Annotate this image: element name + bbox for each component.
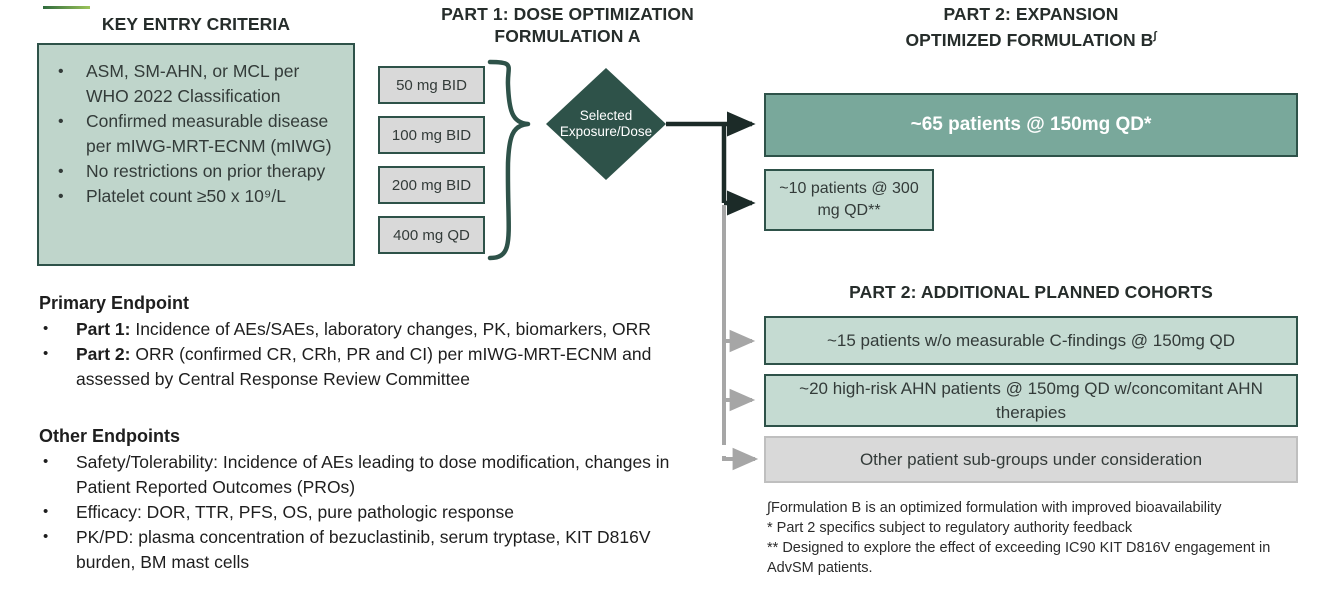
cohort-box-high-risk-ahn[interactable]: ~20 high-risk AHN patients @ 150mg QD w/… — [764, 374, 1298, 427]
footnote-marker-integral: ∫ — [1153, 30, 1157, 42]
accent-rule-decoration — [43, 6, 90, 9]
dose-box-100mg-bid[interactable]: 100 mg BID — [378, 116, 485, 154]
list-item: Part 1: Incidence of AEs/SAEs, laborator… — [39, 316, 679, 342]
heading-part1: PART 1: DOSE OPTIMIZATION FORMULATION A — [370, 3, 765, 47]
heading-part2-line2: OPTIMIZED FORMULATION B — [905, 29, 1154, 50]
primary-endpoint-list: Part 1: Incidence of AEs/SAEs, laborator… — [39, 316, 679, 392]
selected-dose-diamond: Selected Exposure/Dose — [546, 68, 666, 180]
footnote-formulation-b: ∫Formulation B is an optimized formulati… — [767, 500, 1222, 516]
footnote-double-asterisk: ** Designed to explore the effect of exc… — [767, 540, 1271, 576]
key-entry-criteria-box: ASM, SM-AHN, or MCL per WHO 2022 Classif… — [37, 43, 355, 266]
dose-box-50mg-bid[interactable]: 50 mg BID — [378, 66, 485, 104]
diamond-shape — [546, 68, 666, 180]
list-item: Confirmed measurable disease per mIWG-MR… — [49, 109, 341, 159]
heading-key-entry-criteria: KEY ENTRY CRITERIA — [101, 14, 291, 34]
dose-box-200mg-bid[interactable]: 200 mg BID — [378, 166, 485, 204]
heading-part2-line1: PART 2: EXPANSION — [943, 4, 1119, 24]
list-item: ASM, SM-AHN, or MCL per WHO 2022 Classif… — [49, 59, 341, 109]
cohort-box-other-subgroups[interactable]: Other patient sub-groups under considera… — [764, 436, 1298, 483]
footnote-single-asterisk: * Part 2 specifics subject to regulatory… — [767, 520, 1133, 536]
primary-endpoint-part2-text: ORR (confirmed CR, CRh, PR and CI) per m… — [76, 344, 652, 389]
list-item: Efficacy: DOR, TTR, PFS, OS, pure pathol… — [39, 499, 679, 525]
primary-endpoint-part1-label: Part 1: — [76, 319, 131, 339]
dose-box-400mg-qd[interactable]: 400 mg QD — [378, 216, 485, 254]
criteria-list: ASM, SM-AHN, or MCL per WHO 2022 Classif… — [39, 45, 353, 209]
dashed-connector-cohort-3 — [722, 432, 752, 461]
list-item: Part 2: ORR (confirmed CR, CRh, PR and C… — [39, 341, 679, 392]
list-item: PK/PD: plasma concentration of bezuclast… — [39, 524, 679, 575]
cohort-box-primary-expansion[interactable]: ~65 patients @ 150mg QD* — [764, 93, 1298, 157]
cohort-box-300mg[interactable]: ~10 patients @ 300 mg QD** — [764, 169, 934, 231]
heading-part1-line1: PART 1: DOSE OPTIMIZATION — [441, 4, 694, 24]
other-endpoints-list: Safety/Tolerability: Incidence of AEs le… — [39, 449, 679, 575]
primary-endpoint-title: Primary Endpoint — [39, 293, 190, 313]
other-endpoints-title: Other Endpoints — [39, 426, 180, 446]
cohort-box-no-c-findings[interactable]: ~15 patients w/o measurable C-findings @… — [764, 316, 1298, 365]
list-item: Safety/Tolerability: Incidence of AEs le… — [39, 449, 679, 500]
list-item: No restrictions on prior therapy — [49, 159, 341, 184]
primary-endpoint-part1-text: Incidence of AEs/SAEs, laboratory change… — [130, 319, 651, 339]
dose-brace-connector — [487, 59, 531, 261]
primary-endpoint-part2-label: Part 2: — [76, 344, 131, 364]
footnotes-block: ∫Formulation B is an optimized formulati… — [767, 498, 1307, 578]
heading-part1-line2: FORMULATION A — [494, 26, 641, 46]
heading-part2-expansion: PART 2: EXPANSION OPTIMIZED FORMULATION … — [764, 3, 1298, 51]
list-item: Platelet count ≥50 x 10⁹/L — [49, 184, 341, 209]
heading-part2-additional-cohorts: PART 2: ADDITIONAL PLANNED COHORTS — [849, 282, 1213, 302]
